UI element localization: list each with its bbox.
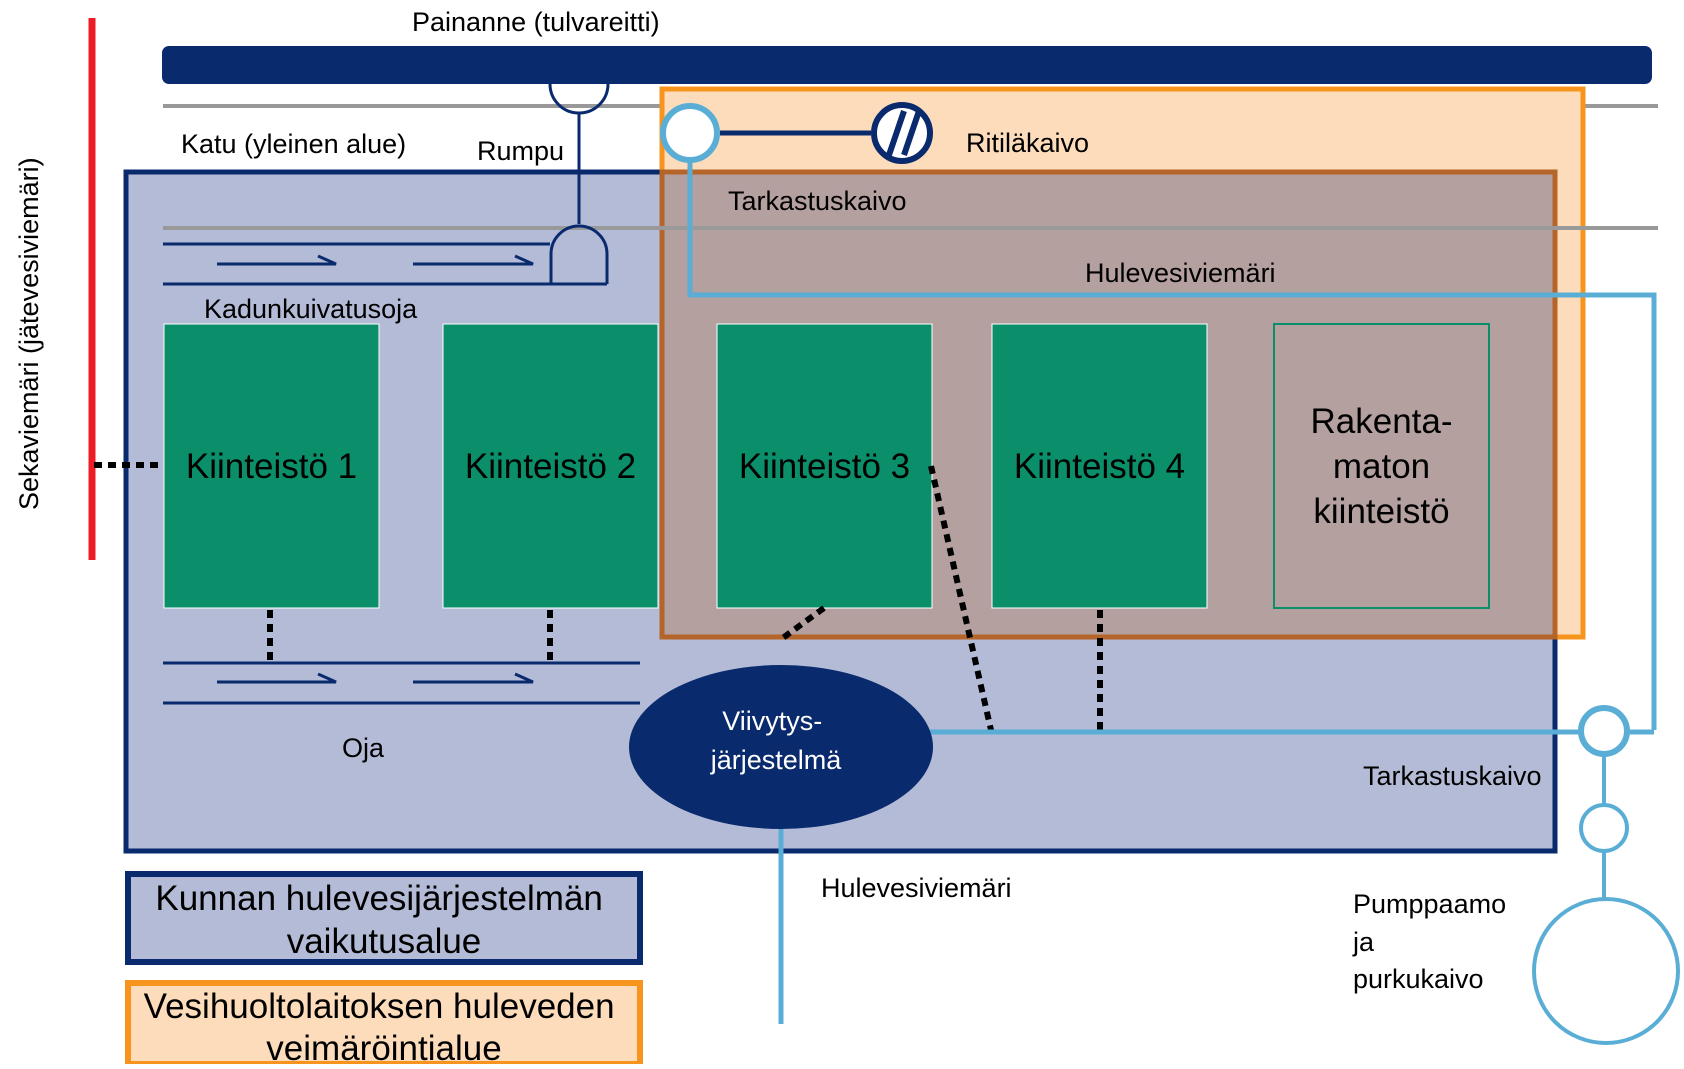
property-box: [1273, 323, 1490, 609]
property-box: [716, 323, 933, 609]
property-3-sewer-connection: [928, 465, 994, 731]
tarkastuskaivo-top-label: Tarkastuskaivo: [728, 186, 907, 216]
property-label-line: Kiinteistö 1: [186, 447, 357, 486]
detention-system: [629, 665, 933, 829]
property-1: Kiinteistö 1: [163, 323, 380, 609]
grate-bar: [901, 110, 922, 156]
detention-label: Viivytys- järjestelmä: [710, 706, 843, 775]
property-2: Kiinteistö 2: [442, 323, 659, 609]
tarkastuskaivo-bottom-label: Tarkastuskaivo: [1363, 761, 1542, 791]
property-label-line: Kiinteistö 2: [465, 447, 636, 486]
pumppaamo-line: purkukaivo: [1353, 964, 1484, 994]
katu-label: Katu (yleinen alue): [181, 129, 406, 159]
property-label: Kiinteistö 2: [465, 447, 636, 486]
overlap-area-border: [659, 169, 1558, 640]
legend-utility-line: veimäröintialue: [266, 1029, 501, 1064]
pumppaamo-label: Pumppaamo ja purkukaivo: [1352, 889, 1514, 994]
property-box: [442, 323, 659, 609]
storm-sewer-top: [687, 159, 1657, 730]
oja-label: Oja: [342, 733, 385, 763]
flow-arrow: [217, 254, 337, 266]
property-label-line: kiinteistö: [1313, 492, 1449, 531]
painanne-label: Painanne (tulvareitti): [412, 7, 660, 37]
legend-utility-text: Vesihuoltolaitoksen huleveden veimäröint…: [144, 987, 625, 1064]
property-label-line: Kiinteistö 3: [739, 447, 910, 486]
property-3: Kiinteistö 3: [716, 323, 933, 609]
detention-line: järjestelmä: [710, 745, 843, 775]
property-label: Kiinteistö 1: [186, 447, 357, 486]
legend-municipal-swatch: [125, 871, 643, 965]
property-box: [991, 323, 1208, 609]
property-4: Kiinteistö 4: [991, 323, 1208, 609]
hulevesiviemari-bottom-label: Hulevesiviemäri: [821, 873, 1012, 903]
sekaviemari-label: Sekaviemäri (jätevesiviemäri): [14, 157, 44, 510]
culvert-bottom: [549, 224, 609, 255]
rumpu-label: Rumpu: [477, 136, 564, 166]
flow-arrow: [217, 672, 337, 684]
pump-well-icon: [1579, 803, 1629, 853]
property-label: Kiinteistö 4: [1014, 447, 1185, 486]
legend-municipal-line: vaikutusalue: [287, 922, 482, 961]
property-label: Rakenta-maton kiinteistö: [1310, 402, 1452, 531]
property-3-detention-connection: [778, 605, 826, 643]
legend-utility-line: Vesihuoltolaitoksen huleveden: [144, 987, 615, 1026]
grate-bar: [886, 110, 907, 156]
property-5: Rakenta-maton kiinteistö: [1273, 323, 1490, 609]
legend-municipal-line: Kunnan hulevesijärjestelmän: [155, 879, 603, 918]
inspection-well-top-icon: [660, 103, 720, 163]
kadunkuivatusoja-label: Kadunkuivatusoja: [204, 294, 418, 324]
pumppaamo-line: Pumppaamo: [1353, 889, 1506, 919]
property-label-line: Kiinteistö 4: [1014, 447, 1185, 486]
inspection-well-bottom-icon: [1578, 705, 1630, 757]
culvert-top: [548, 83, 610, 115]
property-label-line: Rakenta-: [1310, 402, 1452, 441]
ritilakaivo-label: Ritiläkaivo: [966, 128, 1089, 158]
legend-municipal-text: Kunnan hulevesijärjestelmän vaikutusalue: [155, 879, 612, 961]
hulevesiviemari-top-label: Hulevesiviemäri: [1085, 258, 1276, 288]
property-label: Kiinteistö 3: [739, 447, 910, 486]
flow-arrow: [413, 254, 534, 266]
property-box: [163, 323, 380, 609]
legend: Kunnan hulevesijärjestelmän vaikutusalue…: [125, 871, 643, 1068]
detention-line: Viivytys-: [722, 706, 822, 736]
painanne-bar: [162, 46, 1652, 84]
pumppaamo-line: ja: [1352, 927, 1375, 957]
pumping-station-icon: [1532, 897, 1680, 1045]
property-label-line: maton: [1333, 447, 1430, 486]
flow-arrow: [413, 672, 534, 684]
